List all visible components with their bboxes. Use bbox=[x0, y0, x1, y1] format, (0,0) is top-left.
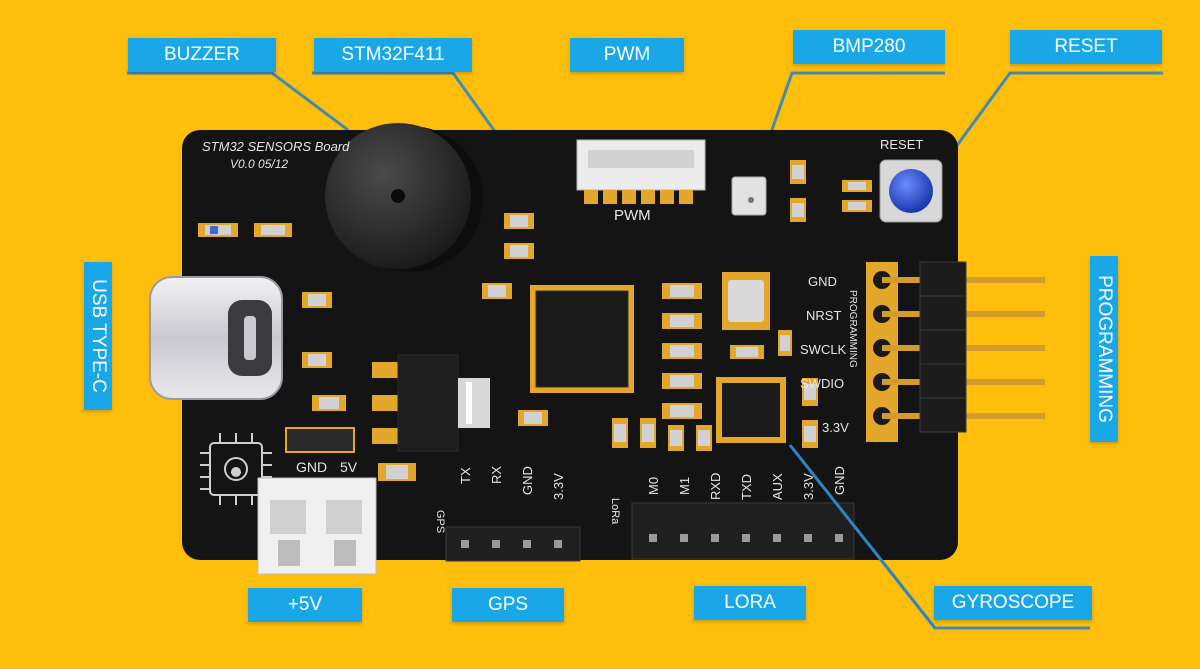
callout-stm32: STM32F411 bbox=[314, 38, 472, 72]
lora-pin-rxd: RXD bbox=[708, 473, 723, 500]
lora-pin-txd: TXD bbox=[739, 474, 754, 500]
gps-pin-rx: RX bbox=[489, 466, 504, 484]
callout-pwm: PWM bbox=[570, 38, 684, 72]
prog-pin-swclk: SWCLK bbox=[800, 342, 847, 357]
callout-power-5v: +5V bbox=[248, 588, 362, 622]
lora-silk-text: LoRa bbox=[609, 498, 621, 525]
callout-programming-label: PROGRAMMING bbox=[1094, 275, 1115, 423]
power-5v-text: 5V bbox=[340, 459, 358, 475]
callout-programming: PROGRAMMING bbox=[1090, 256, 1118, 442]
gyro-leader bbox=[788, 444, 937, 629]
board-version-text: V0.0 05/12 bbox=[230, 157, 288, 171]
callout-bmp280: BMP280 bbox=[793, 30, 945, 64]
logo-icon bbox=[200, 433, 272, 505]
callout-gyroscope: GYROSCOPE bbox=[934, 586, 1092, 620]
gps-pin-tx: TX bbox=[458, 467, 473, 484]
crystal bbox=[722, 272, 770, 330]
prog-pin-nrst: NRST bbox=[806, 308, 841, 323]
lora-pin-aux: AUX bbox=[770, 473, 785, 500]
gps-pin-gnd: GND bbox=[520, 466, 535, 495]
mcu-chip bbox=[530, 285, 634, 393]
callout-reset: RESET bbox=[1010, 30, 1162, 64]
diode bbox=[285, 427, 355, 453]
lora-header bbox=[631, 502, 855, 560]
lora-pin-m1: M1 bbox=[677, 477, 692, 495]
usb-c-connector bbox=[149, 276, 283, 400]
callout-lora: LORA bbox=[694, 586, 806, 620]
bmp280-sensor bbox=[731, 176, 767, 216]
board-name-text: STM32 SENSORS Board bbox=[202, 139, 350, 154]
power-gnd-text: GND bbox=[296, 459, 327, 475]
prog-pin-swdio: SWDIO bbox=[800, 376, 844, 391]
programming-header bbox=[866, 261, 1045, 442]
pwm-connector bbox=[576, 139, 706, 204]
gps-pin-3v3: 3.3V bbox=[551, 473, 566, 500]
prog-pin-3v3: 3.3V bbox=[822, 420, 849, 435]
smd-components bbox=[198, 160, 872, 481]
gps-header bbox=[445, 526, 581, 562]
lora-pin-m0: M0 bbox=[646, 477, 661, 495]
prog-pin-gnd: GND bbox=[808, 274, 837, 289]
callout-buzzer: BUZZER bbox=[128, 38, 276, 72]
lora-pin-3v3: 3.3V bbox=[801, 473, 816, 500]
gps-silk-text: GPS bbox=[434, 510, 446, 533]
lora-pin-gnd: GND bbox=[832, 466, 847, 495]
buzzer-component bbox=[325, 123, 483, 272]
callout-usb-type-c: USB TYPE-C bbox=[84, 262, 112, 410]
pwm-silk-text: PWM bbox=[614, 207, 651, 224]
power-connector bbox=[257, 477, 377, 575]
reset-button-component bbox=[879, 159, 943, 223]
reset-silk-text: RESET bbox=[880, 137, 923, 152]
callout-gps: GPS bbox=[452, 588, 564, 622]
programming-silk-text: PROGRAMMING bbox=[847, 290, 858, 368]
gyroscope-chip bbox=[716, 377, 786, 443]
voltage-regulator bbox=[372, 354, 490, 452]
callout-usb-type-c-label: USB TYPE-C bbox=[88, 279, 109, 393]
